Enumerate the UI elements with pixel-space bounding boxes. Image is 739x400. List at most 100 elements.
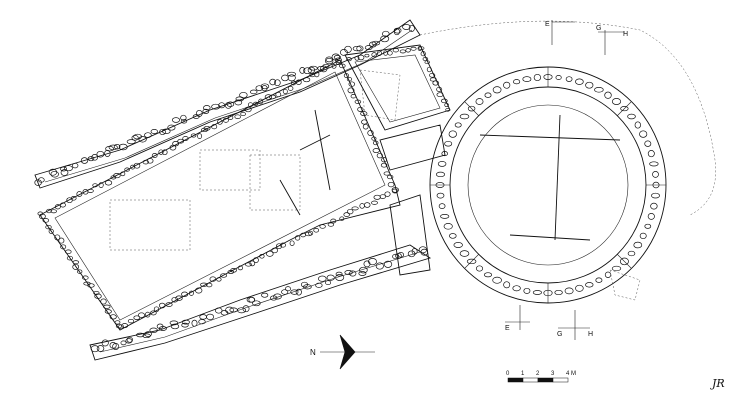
stone-block bbox=[97, 346, 104, 352]
stone-block bbox=[449, 131, 457, 138]
stone-block bbox=[436, 172, 444, 177]
stone-block bbox=[556, 75, 561, 79]
stone-block bbox=[524, 288, 530, 293]
stone-block bbox=[454, 242, 463, 247]
section-marker-e-bottom: E bbox=[505, 305, 530, 332]
stone-block bbox=[352, 207, 358, 210]
section-letter-g: G bbox=[596, 25, 601, 32]
stone-block bbox=[172, 118, 179, 123]
section-marker-g-top: G H bbox=[596, 25, 628, 55]
stone-block bbox=[51, 171, 59, 177]
stone-block bbox=[476, 266, 482, 271]
stone-block bbox=[400, 50, 406, 53]
stone-block bbox=[314, 228, 319, 232]
scale-tick-3: 3 bbox=[551, 371, 555, 377]
stone-block bbox=[374, 195, 381, 199]
section-marker-e-top: E bbox=[545, 20, 575, 45]
stone-block bbox=[134, 316, 140, 320]
stone-block bbox=[328, 223, 334, 226]
stone-block bbox=[438, 161, 446, 166]
scale-tick-1: 1 bbox=[521, 371, 525, 377]
stone-block bbox=[121, 341, 126, 345]
stone-block bbox=[380, 195, 386, 199]
stone-block bbox=[282, 75, 289, 81]
stone-block bbox=[445, 141, 452, 146]
stone-block bbox=[460, 114, 469, 119]
stone-block bbox=[476, 99, 483, 105]
stone-block bbox=[250, 90, 257, 94]
stone-block bbox=[393, 48, 398, 52]
stone-block bbox=[605, 272, 611, 278]
stone-block bbox=[151, 129, 158, 133]
stone-block bbox=[586, 283, 594, 288]
stone-block bbox=[653, 171, 659, 177]
stone-block bbox=[388, 51, 393, 55]
stone-block bbox=[455, 123, 461, 127]
stone-block bbox=[484, 273, 491, 277]
scale-tick-0: 0 bbox=[506, 371, 510, 377]
outer-wall-north bbox=[35, 20, 420, 188]
stone-block bbox=[513, 286, 521, 291]
stone-block bbox=[326, 281, 331, 285]
section-marker-g-bottom: G H bbox=[557, 310, 593, 340]
section-letter-g-bottom: G bbox=[557, 331, 562, 338]
stone-block bbox=[235, 115, 241, 119]
stone-block bbox=[132, 135, 138, 140]
stone-block bbox=[411, 47, 416, 50]
stone-block bbox=[651, 203, 658, 209]
stone-block bbox=[288, 86, 293, 90]
stone-block bbox=[241, 112, 246, 115]
stone-block bbox=[344, 213, 350, 217]
stone-block bbox=[648, 150, 654, 156]
section-letter-h-bottom: H bbox=[588, 331, 593, 338]
stone-block bbox=[612, 98, 620, 104]
stone-block bbox=[388, 182, 394, 187]
section-letter-h: H bbox=[623, 31, 628, 38]
scale-tick-2: 2 bbox=[536, 371, 540, 377]
stone-block bbox=[406, 49, 411, 53]
stone-block bbox=[523, 77, 531, 82]
stone-block bbox=[363, 124, 368, 129]
stone-block bbox=[439, 204, 445, 209]
stone-block bbox=[595, 87, 604, 92]
stone-block bbox=[398, 252, 404, 257]
circular-structure bbox=[430, 67, 666, 303]
stone-block bbox=[360, 204, 365, 209]
stone-block bbox=[207, 314, 214, 320]
stone-block bbox=[283, 89, 287, 93]
stone-block bbox=[628, 251, 635, 256]
stone-block bbox=[365, 54, 369, 57]
stone-block bbox=[493, 277, 502, 283]
stone-block bbox=[566, 77, 572, 82]
stone-block bbox=[533, 291, 541, 295]
scale-bar: 0 1 2 3 4 M bbox=[506, 371, 576, 382]
stone-block bbox=[534, 74, 541, 80]
stone-block bbox=[128, 319, 134, 323]
stone-block bbox=[285, 287, 290, 291]
stone-block bbox=[102, 340, 108, 346]
stone-block bbox=[628, 114, 636, 119]
stone-block bbox=[504, 82, 510, 88]
stone-block bbox=[373, 149, 379, 153]
stone-block bbox=[437, 193, 444, 198]
stone-block bbox=[318, 276, 326, 281]
stone-block bbox=[288, 75, 295, 81]
stone-block bbox=[648, 213, 654, 219]
stone-block bbox=[364, 203, 370, 208]
stone-block bbox=[640, 131, 647, 138]
stone-block bbox=[198, 134, 202, 139]
stone-block bbox=[612, 266, 621, 271]
north-letter: N bbox=[310, 348, 316, 357]
stone-block bbox=[513, 80, 519, 84]
stone-block bbox=[596, 278, 602, 283]
stone-block bbox=[586, 82, 593, 88]
stone-block bbox=[504, 282, 510, 288]
connecting-passage bbox=[380, 125, 445, 275]
stone-block bbox=[262, 293, 268, 297]
stone-block bbox=[650, 162, 659, 166]
section-letter-e: E bbox=[545, 21, 550, 28]
stone-block bbox=[645, 141, 651, 147]
stone-block bbox=[240, 92, 248, 98]
stone-block bbox=[555, 290, 563, 294]
stone-block bbox=[441, 214, 449, 218]
